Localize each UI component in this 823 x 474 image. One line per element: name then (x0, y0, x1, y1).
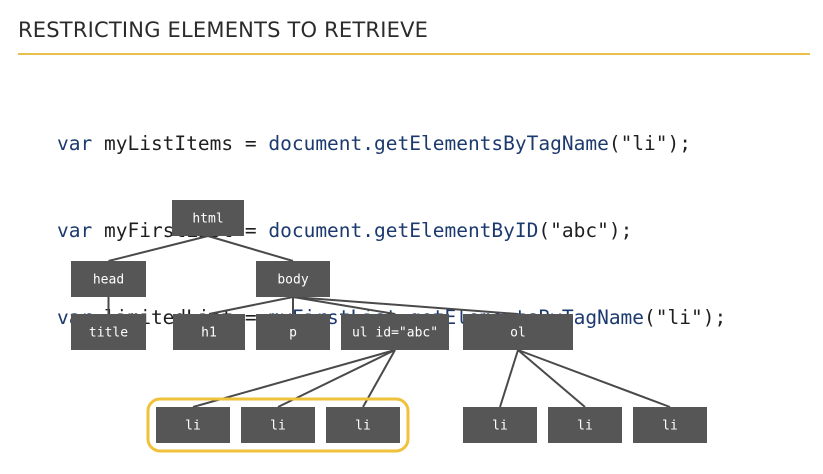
tree-node-box (156, 407, 230, 443)
code-operator: = (233, 219, 269, 242)
tree-edge-ol-ol_li3 (517, 349, 671, 408)
tree-node-label: body (277, 273, 308, 288)
tree-node-title: title (71, 314, 146, 350)
tree-node-box (341, 314, 449, 350)
tree-node-ul: ul id="abc" (341, 314, 449, 350)
code-keyword: var (57, 132, 93, 155)
tree-edge-html-body (207, 235, 294, 262)
tree-node-ol_li2: li (548, 407, 622, 443)
code-args: ("li"); (608, 132, 692, 155)
tree-node-label: html (192, 212, 223, 227)
code-variable: myListItems (103, 132, 234, 155)
code-block: var myListItems = document.getElementsBy… (57, 71, 726, 361)
highlight-group (146, 397, 410, 453)
tree-edge-ol-ol_li1 (499, 349, 519, 408)
code-operator: = (233, 132, 269, 155)
code-args: ("li"); (644, 306, 727, 329)
tree-node-label: li (185, 419, 201, 434)
tree-node-label: li (662, 419, 678, 434)
tree-node-box (463, 407, 537, 443)
tree-edge-body-ul (292, 296, 396, 315)
title-rule (18, 53, 810, 55)
tree-node-ol: ol (463, 314, 573, 350)
tree-nodes: html head body title h1 p ul id="abc" ol li li li l… (71, 200, 707, 443)
slide-title: RESTRICTING ELEMENTS TO RETRIEVE (18, 18, 429, 42)
code-call: document.getElementsByTagName (268, 132, 609, 155)
tree-node-box (463, 314, 573, 350)
tree-node-box (71, 261, 146, 297)
tree-node-ul_li2: li (241, 407, 315, 443)
tree-node-ul_li1: li (156, 407, 230, 443)
code-call: document.getElementByID (268, 219, 539, 242)
tree-node-label: title (89, 326, 128, 341)
tree-node-box (548, 407, 622, 443)
tree-node-box (241, 407, 315, 443)
tree-node-ul_li3: li (326, 407, 400, 443)
code-line-1: var myListItems = document.getElementsBy… (57, 129, 726, 158)
tree-node-body: body (256, 261, 330, 297)
tree-node-box (256, 261, 330, 297)
tree-node-html: html (172, 200, 244, 236)
tree-node-box (172, 200, 244, 236)
tree-node-label: head (93, 273, 124, 288)
tree-node-label: li (577, 419, 593, 434)
tree-node-ol_li3: li (633, 407, 707, 443)
tree-node-box (173, 314, 245, 350)
tree-node-head: head (71, 261, 146, 297)
code-operator: = (233, 306, 269, 329)
tree-edge-ol-ol_li2 (517, 349, 586, 408)
tree-node-label: li (270, 419, 286, 434)
tree-node-ol_li1: li (463, 407, 537, 443)
tree-node-box (326, 407, 400, 443)
highlight-box (146, 397, 410, 453)
code-args: ("abc"); (538, 219, 633, 242)
tree-node-label: h1 (201, 326, 217, 341)
tree-edge-html-head (108, 235, 209, 262)
tree-node-label: ol (510, 326, 526, 341)
tree-node-label: ul id="abc" (352, 326, 438, 341)
code-keyword: var (57, 219, 93, 242)
tree-node-h1: h1 (173, 314, 245, 350)
tree-node-box (71, 314, 146, 350)
tree-edge-body-h1 (208, 296, 294, 315)
tree-edge-body-ol (292, 296, 519, 315)
tree-node-box (256, 314, 330, 350)
tree-node-p: p (256, 314, 330, 350)
tree-node-label: li (355, 419, 371, 434)
tree-node-box (633, 407, 707, 443)
tree-node-label: li (492, 419, 508, 434)
tree-node-label: p (289, 326, 297, 341)
